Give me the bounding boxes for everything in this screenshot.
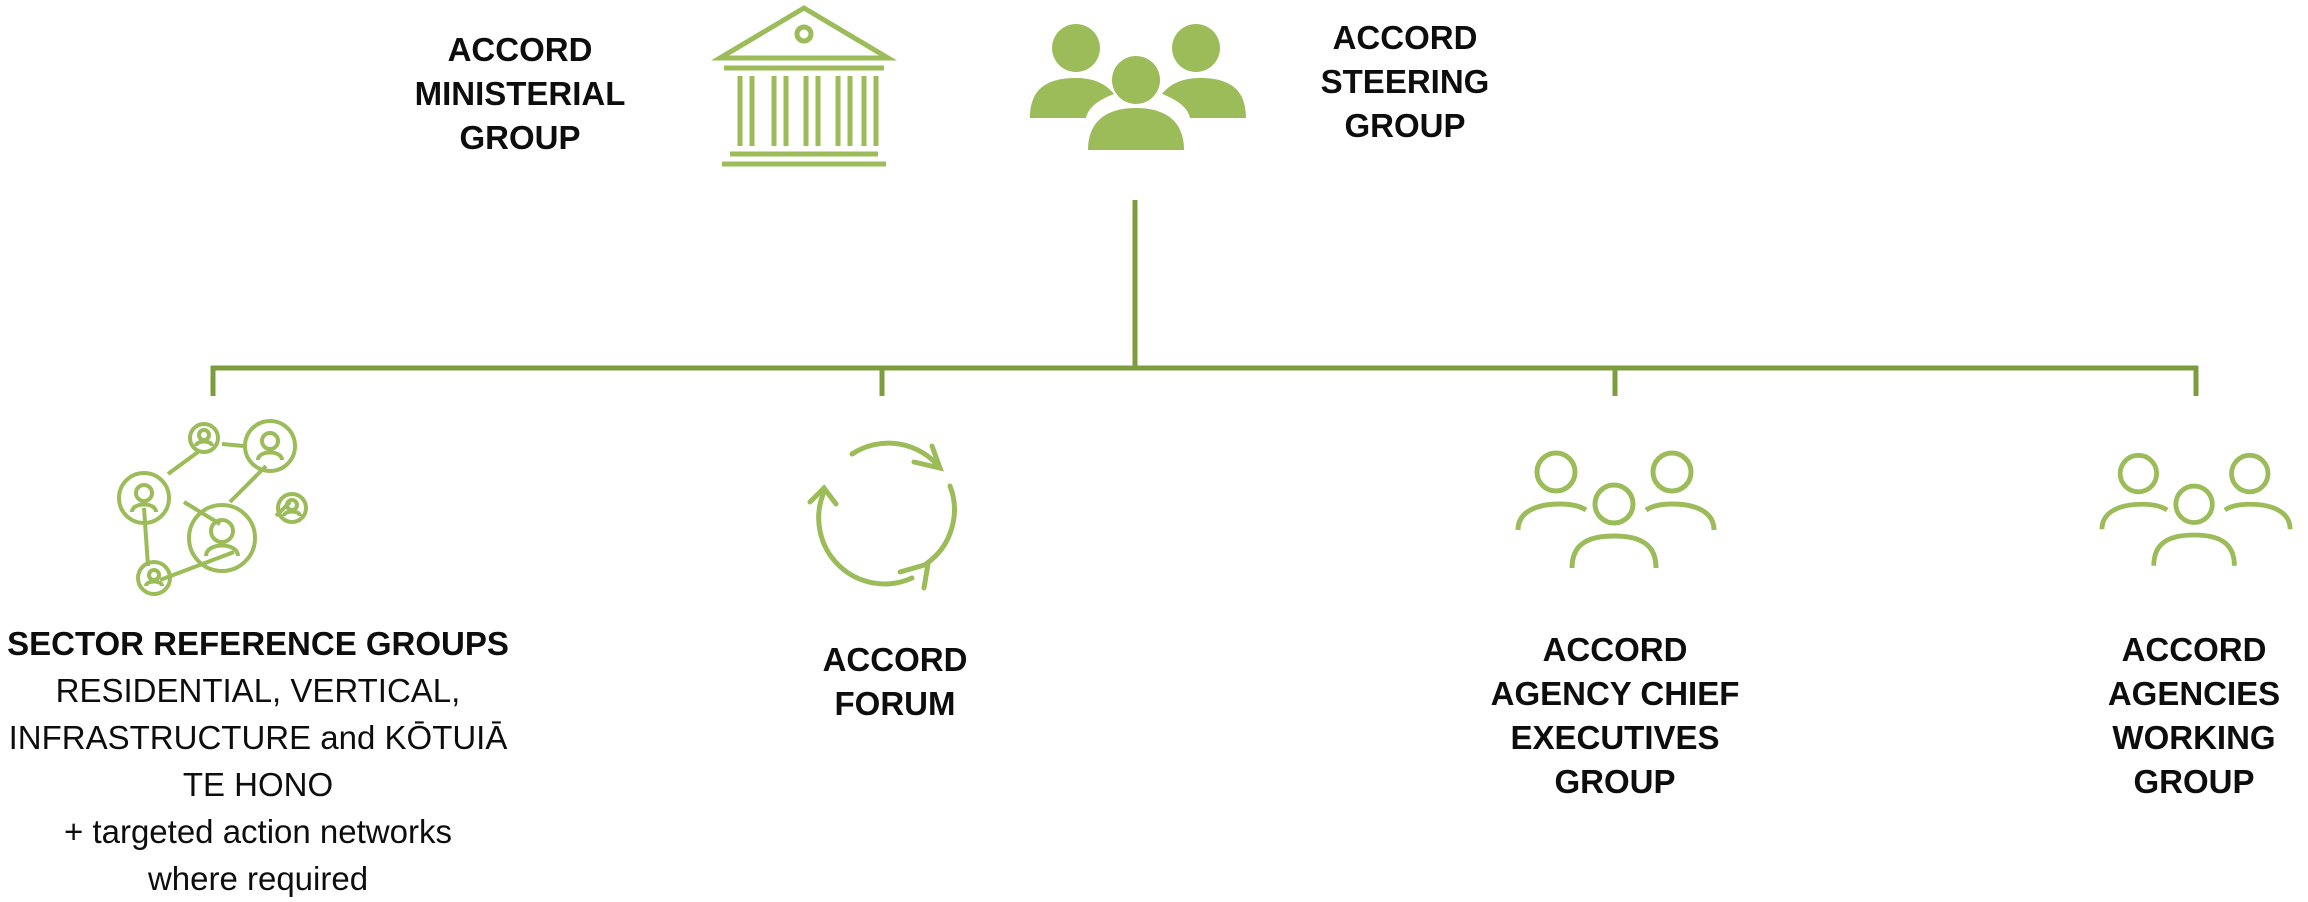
- sector-reference-groups-label: SECTOR REFERENCE GROUPS RESIDENTIAL, VER…: [0, 620, 516, 902]
- label-line: WORKING: [2112, 719, 2276, 756]
- label-line: ACCORD: [822, 641, 968, 678]
- label-line: RESIDENTIAL, VERTICAL,: [55, 672, 461, 709]
- label-line: GROUP: [1344, 107, 1466, 144]
- label-line: AGENCY CHIEF: [1490, 675, 1740, 712]
- agencies-working-group-label: ACCORD AGENCIES WORKING GROUP: [2080, 628, 2308, 804]
- label-line: + targeted action networks: [64, 813, 452, 850]
- label-line: AGENCIES: [2107, 675, 2281, 712]
- people-outline-icon: [2099, 452, 2293, 566]
- label-line: where required: [147, 860, 369, 897]
- label-line: EXECUTIVES: [1510, 719, 1720, 756]
- label-line: ACCORD: [447, 31, 593, 68]
- group-people-icon: [1030, 24, 1246, 150]
- label-line: GROUP: [1554, 763, 1676, 800]
- label-line: INFRASTRUCTURE and KŌTUIĀ: [8, 719, 508, 756]
- agency-chief-executives-label: ACCORD AGENCY CHIEF EXECUTIVES GROUP: [1460, 628, 1770, 804]
- label-title: SECTOR REFERENCE GROUPS: [7, 625, 509, 662]
- label-line: ACCORD: [1542, 631, 1688, 668]
- label-line: GROUP: [459, 119, 581, 156]
- label-line: ACCORD: [1332, 19, 1478, 56]
- label-line: ACCORD: [2121, 631, 2267, 668]
- steering-group-label: ACCORD STEERING GROUP: [1270, 16, 1540, 148]
- accord-forum-label: ACCORD FORUM: [780, 638, 1010, 726]
- label-line: STEERING: [1320, 63, 1490, 100]
- label-line: FORUM: [834, 685, 956, 722]
- label-line: MINISTERIAL: [414, 75, 626, 112]
- ministerial-group-label: ACCORD MINISTERIAL GROUP: [390, 28, 650, 160]
- cycle-arrows-icon: [807, 440, 957, 591]
- network-people-icon: [117, 419, 308, 596]
- government-building-icon: [710, 5, 898, 167]
- label-line: GROUP: [2133, 763, 2255, 800]
- label-line: TE HONO: [182, 766, 334, 803]
- people-outline-icon: [1515, 450, 1717, 569]
